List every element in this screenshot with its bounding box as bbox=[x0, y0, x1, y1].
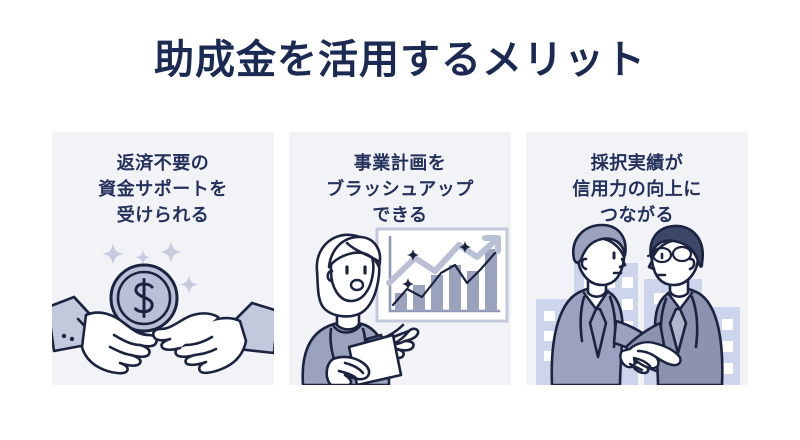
woman-presenting-chart-illustration bbox=[289, 223, 511, 385]
chart-axes bbox=[388, 235, 501, 313]
page-title: 助成金を活用するメリット bbox=[154, 38, 646, 82]
card-title-line: 返済不要の bbox=[116, 153, 210, 173]
benefit-card-credibility: 採択実績が 信用力の向上に つながる bbox=[526, 132, 748, 385]
handshake-icon bbox=[619, 341, 682, 372]
card-title: 事業計画を ブラッシュアップ できる bbox=[289, 150, 511, 228]
benefit-card-funding-support: 返済不要の 資金サポートを 受けられる bbox=[52, 132, 274, 385]
bar-chart-bars bbox=[395, 249, 497, 311]
hands-passing-coin-illustration bbox=[52, 235, 274, 385]
card-title-line: つながる bbox=[600, 205, 674, 225]
card-title: 返済不要の 資金サポートを 受けられる bbox=[52, 150, 274, 228]
benefit-card-list: 返済不要の 資金サポートを 受けられる bbox=[52, 132, 748, 385]
benefit-card-business-plan: 事業計画を ブラッシュアップ できる bbox=[289, 132, 511, 385]
presenter-woman bbox=[301, 233, 420, 385]
card-title: 採択実績が 信用力の向上に つながる bbox=[526, 150, 748, 228]
trend-line bbox=[391, 251, 497, 307]
card-title-line: ブラッシュアップ bbox=[326, 179, 474, 199]
growth-arrow-icon bbox=[386, 235, 501, 286]
card-title-line: 信用力の向上に bbox=[572, 179, 702, 199]
sparkles-icon bbox=[402, 241, 471, 290]
dollar-coin-icon bbox=[109, 263, 179, 333]
card-title-line: 採択実績が bbox=[590, 153, 684, 173]
businessmen-handshake-illustration bbox=[526, 223, 748, 385]
card-title-line: できる bbox=[372, 205, 428, 225]
card-title-line: 受けられる bbox=[116, 205, 210, 225]
giving-hand bbox=[52, 295, 158, 375]
sparkles-icon bbox=[102, 241, 199, 294]
card-title-line: 資金サポートを bbox=[98, 179, 228, 199]
card-title-line: 事業計画を bbox=[353, 153, 447, 173]
receiving-hands bbox=[151, 301, 274, 375]
